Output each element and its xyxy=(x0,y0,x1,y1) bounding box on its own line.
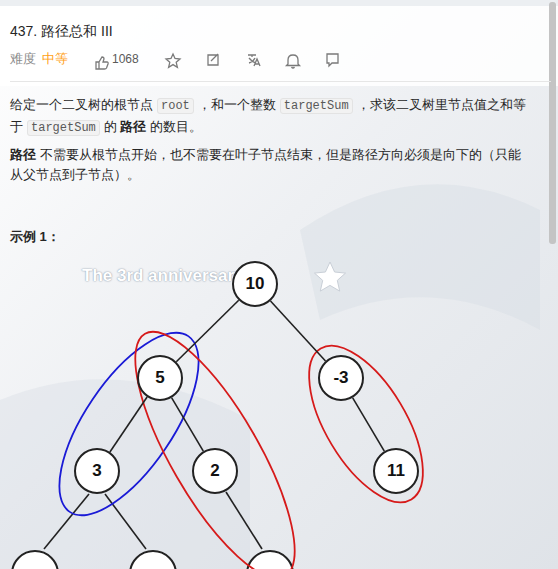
watermark: The 3rd anniversary xyxy=(82,266,244,286)
star-watermark xyxy=(314,262,345,291)
tree-edge-partial xyxy=(105,494,146,549)
text-run: 不需要从根节点开始，也不需要在叶子节点结束，但是路径方向必须是向下的（只能从父节… xyxy=(10,147,521,182)
tree-edge xyxy=(172,398,204,451)
divider xyxy=(10,81,551,82)
path-highlight-red xyxy=(107,312,323,569)
like-icon xyxy=(96,57,108,69)
node-value: 10 xyxy=(246,274,265,294)
inline-code: targetSum xyxy=(280,98,353,114)
tree-edge-partial xyxy=(226,492,262,549)
share-icon xyxy=(208,54,218,65)
bold-term: 路径 xyxy=(10,147,36,162)
path-highlight-red xyxy=(286,328,445,520)
text-run: 的 xyxy=(104,119,117,134)
tree-edge xyxy=(353,398,385,451)
tree-edge xyxy=(176,300,238,362)
bell-icon xyxy=(287,55,300,68)
tree-edge xyxy=(271,301,326,361)
node-value: 5 xyxy=(155,368,164,388)
tree-node-partial xyxy=(130,551,176,569)
inline-code: targetSum xyxy=(27,120,100,136)
tree-edge xyxy=(110,397,147,452)
inline-code: root xyxy=(157,98,194,114)
example-heading: 示例 1： xyxy=(10,228,60,246)
difficulty-level: 中等 xyxy=(42,52,68,66)
tree-edge-partial xyxy=(44,494,89,549)
star-icon xyxy=(166,54,180,67)
tree-node-partial xyxy=(247,551,293,569)
meta-row: 难度中等 xyxy=(10,50,68,68)
text-run: ，和一个整数 xyxy=(198,97,276,112)
tree-node: 5 xyxy=(137,355,183,401)
node-value: 11 xyxy=(387,461,405,481)
like-count: 1068 xyxy=(112,50,139,68)
text-run: 给定一个二叉树的根节点 xyxy=(10,97,153,112)
tree-node-partial xyxy=(12,551,58,569)
difficulty-label: 难度 xyxy=(10,52,36,66)
tree-node: 3 xyxy=(74,448,120,494)
comment-icon xyxy=(327,54,338,66)
tree-node: 11 xyxy=(373,448,419,494)
node-value: 3 xyxy=(92,461,101,481)
description: 给定一个二叉树的根节点root，和一个整数targetSum，求该二叉树里节点值… xyxy=(10,95,532,138)
problem-title: 437. 路径总和 III xyxy=(10,23,113,41)
path-highlight-blue xyxy=(33,312,225,537)
text-run: 的数目。 xyxy=(150,119,202,134)
node-value: -3 xyxy=(333,368,348,388)
tree-node: -3 xyxy=(318,355,364,401)
bold-term: 路径 xyxy=(120,119,146,134)
tree-node: 10 xyxy=(232,261,278,307)
node-value: 2 xyxy=(210,461,219,481)
tree-node: 2 xyxy=(192,448,238,494)
description: 路径 不需要从根节点开始，也不需要在叶子节点结束，但是路径方向必须是向下的（只能… xyxy=(10,145,532,184)
translate-icon xyxy=(248,55,260,66)
